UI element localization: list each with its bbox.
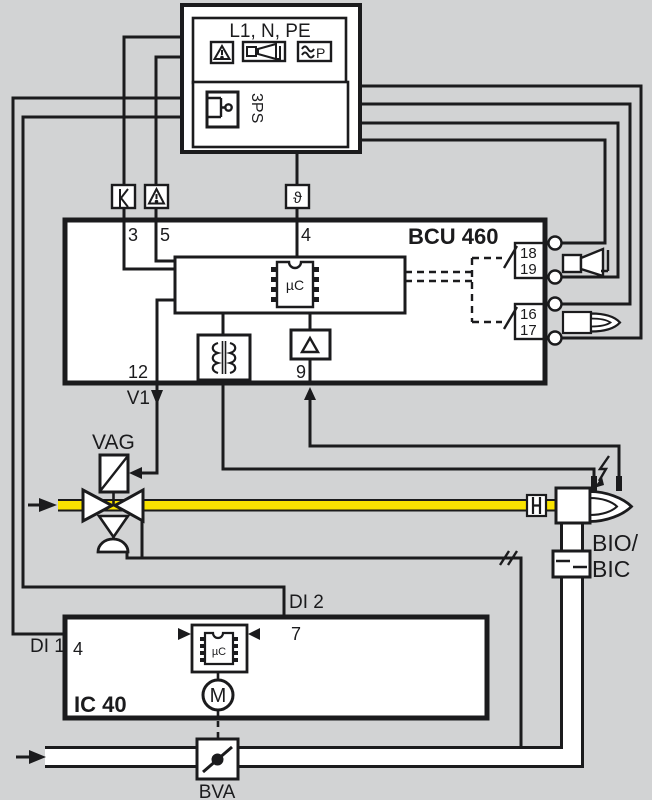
di2-arrow-icon [248, 628, 260, 640]
svg-text:ϑ: ϑ [293, 190, 302, 207]
motor-label: M [210, 685, 227, 707]
ic40-unit: IC 40 DI 1 DI 2 4 7 µC M [30, 592, 490, 721]
wire-flame-signal [308, 399, 621, 477]
wire-break-marks [498, 550, 519, 566]
bcu-terminal-17: 17 [520, 322, 537, 339]
air-inlet-arrow-icon [16, 750, 46, 764]
burner-flame-inner [589, 496, 619, 517]
wire-terminal-18 [358, 138, 607, 245]
ic40-terminal-7: 7 [291, 624, 301, 644]
reset-switch-icon [110, 183, 137, 210]
bcu-terminal-5: 5 [160, 225, 170, 245]
flame-electrode [616, 476, 622, 491]
burner-body [554, 486, 592, 525]
bva-disc-pivot [211, 753, 224, 766]
burner-label-1: BIO/ [592, 530, 639, 556]
bcu-terminal-12: 12 [128, 362, 148, 382]
vag-valve: VAG [81, 431, 145, 554]
wire-terminal-3-upper [122, 35, 183, 185]
alarm-horn-icon [241, 40, 287, 63]
ic40-microcontroller-icon: µC [200, 631, 238, 666]
valve-body-left [81, 487, 116, 524]
ignition-burner-output-icon [561, 310, 622, 335]
ic40-di1-label: DI 1 [30, 636, 65, 657]
bcu-terminal-9: 9 [296, 362, 306, 382]
fault-warning-icon [143, 183, 170, 210]
pipe-coupling-icon [525, 493, 548, 518]
alarm-horn-output-icon [561, 247, 610, 278]
ic40-chip-label: µC [212, 646, 226, 658]
bcu-chip-label: µC [286, 277, 304, 293]
top-unit: L1, N, PE P 3PS [180, 3, 362, 154]
burner-flame-outer [588, 490, 634, 523]
bcu-terminal-19: 19 [520, 261, 537, 278]
wire-ignition [221, 385, 596, 477]
valve-seat [96, 514, 131, 540]
bcu-terminal-circles [547, 235, 563, 346]
bcu-terminal-4: 4 [301, 225, 311, 245]
air-pressure-icon: P [296, 40, 333, 63]
flame-signal-arrow-icon [304, 387, 316, 400]
wire-v1-to-vag [142, 385, 159, 475]
power-terminals-label: L1, N, PE [229, 21, 310, 42]
di1-arrow-icon [178, 628, 191, 640]
bcu-terminal-16: 16 [520, 306, 537, 323]
spark-bolt-icon [594, 455, 610, 488]
valve-body-right [111, 487, 145, 524]
bva-label: BVA [199, 782, 236, 800]
ic40-title: IC 40 [74, 692, 127, 717]
bcu-terminal-3: 3 [128, 225, 138, 245]
bcu-microcontroller-icon: µC [271, 260, 319, 309]
relay-control-dashed-lines [405, 256, 502, 324]
flame-amplifier-icon [289, 328, 332, 361]
wire-burner-ground [125, 552, 523, 747]
ic40-terminal-4: 4 [73, 639, 83, 659]
temperature-theta-icon: ϑ [284, 183, 311, 210]
gas-inlet-arrow-icon [28, 498, 57, 512]
bva-valve: BVA [195, 737, 240, 800]
bcu-terminal-18: 18 [520, 245, 537, 262]
switch-contact-icon [205, 90, 240, 129]
v1-arrow-icon [151, 390, 163, 405]
burner-label-2: BIC [592, 556, 630, 582]
ignition-transformer-icon [196, 333, 252, 382]
svg-text:P: P [316, 45, 325, 61]
burner: BIO/ BIC [525, 455, 639, 582]
relay-18-19: 18 19 [502, 241, 547, 280]
bcu-title: BCU 460 [408, 224, 498, 249]
relay-16-17: 16 17 [502, 302, 547, 341]
motor-icon: M [201, 678, 235, 712]
ignition-electrode [591, 476, 597, 492]
wire-terminal-5-upper [154, 55, 183, 185]
v1-label: V1 [127, 388, 150, 409]
wire-terminal-16 [358, 102, 632, 306]
vag-input-arrow-icon [129, 467, 142, 479]
wire-terminal-17 [358, 84, 643, 340]
ic40-di2-label: DI 2 [289, 592, 324, 613]
bcu-internal-wires [122, 220, 312, 383]
wiring [11, 35, 643, 747]
vag-label: VAG [92, 431, 135, 454]
v1-output: V1 [127, 388, 163, 479]
pipe-union-icon [551, 549, 592, 579]
warning-triangle-icon [209, 40, 235, 65]
pressure-switch-label: 3PS [248, 93, 265, 123]
bcu-460-unit: BCU 460 ϑ 3 5 4 12 9 [62, 183, 622, 386]
valve-diaphragm [96, 537, 130, 554]
wire-terminal-19 [358, 121, 620, 279]
ic40-box [62, 614, 490, 721]
